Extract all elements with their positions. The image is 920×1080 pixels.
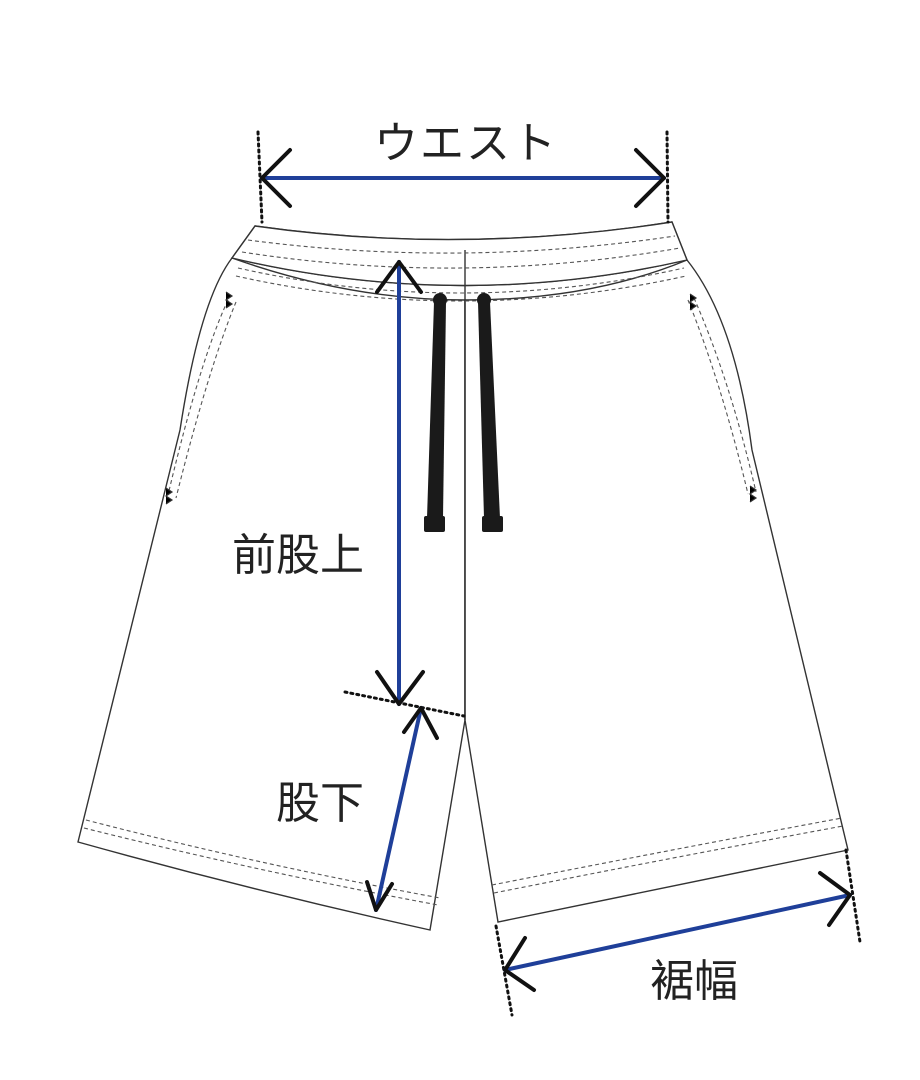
- waist-label: ウエスト: [374, 118, 558, 169]
- waist-left-ref: [256, 130, 264, 224]
- hem-width-label: 裾幅: [650, 956, 738, 1007]
- hem-arrowhead-left: [503, 936, 536, 992]
- front-rise-arrowhead-bottom: [375, 670, 425, 706]
- inseam-label: 股下: [276, 778, 364, 829]
- left-pocket-stitch: [167, 299, 229, 496]
- right-drawcord: [478, 302, 500, 518]
- right-hem-stitch: [491, 817, 843, 886]
- waist-arrowhead-left: [260, 148, 292, 208]
- front-rise-arrowhead-top: [375, 260, 423, 294]
- right-pocket-stitch: [693, 297, 757, 493]
- shorts-illustration: [77, 221, 849, 931]
- front-rise-label: 前股上: [232, 530, 364, 581]
- right-aglet: [482, 516, 503, 532]
- left-leg: [77, 257, 466, 931]
- inseam-arrowhead-bottom: [365, 880, 394, 912]
- right-leg: [464, 259, 849, 923]
- bartacks: [164, 291, 758, 505]
- drawcords: [424, 293, 503, 532]
- hem-width-arrow: [503, 893, 852, 972]
- inseam-arrowhead-top: [402, 706, 439, 740]
- inseam-arrow: [374, 706, 423, 912]
- crotch-ref: [343, 690, 466, 718]
- waist-arrowhead-right: [634, 148, 666, 208]
- hem-arrowhead-right: [818, 871, 852, 927]
- hem-right-ref: [844, 848, 862, 944]
- waist-right-ref: [665, 130, 670, 224]
- left-aglet: [424, 516, 445, 532]
- left-drawcord: [427, 302, 446, 518]
- arrowheads: [260, 148, 852, 992]
- measurement-arrows: [260, 176, 852, 972]
- stitch-lines: [83, 235, 844, 906]
